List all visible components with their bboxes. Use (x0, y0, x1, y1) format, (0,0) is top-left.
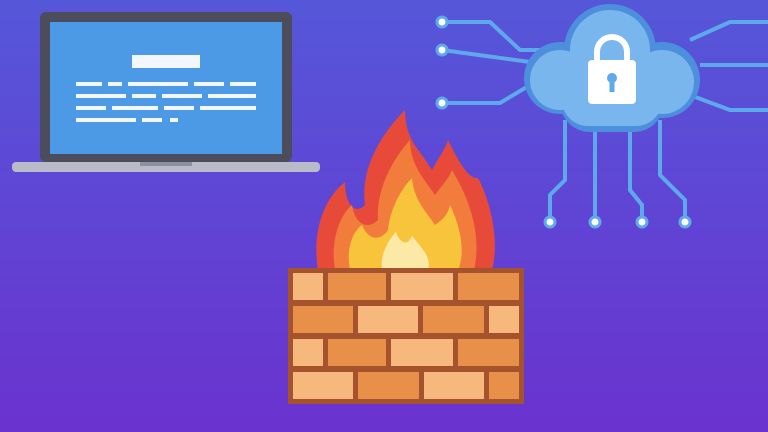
laptop-icon (12, 12, 320, 172)
lock-icon (588, 34, 636, 104)
brick-wall-icon (288, 268, 524, 404)
cloud-lock-icon (435, 4, 768, 229)
fire-icon (316, 110, 495, 270)
